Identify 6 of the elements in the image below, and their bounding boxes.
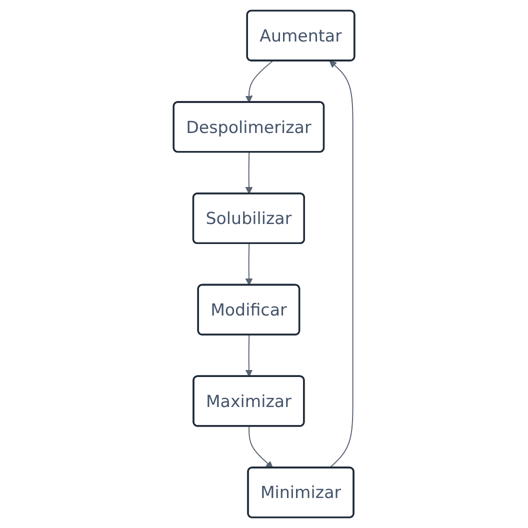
arrow [245, 60, 274, 103]
arrow [245, 152, 253, 194]
arrow [248, 426, 274, 468]
arrow [329, 60, 354, 468]
arrow [245, 243, 253, 286]
arrow [245, 334, 253, 377]
